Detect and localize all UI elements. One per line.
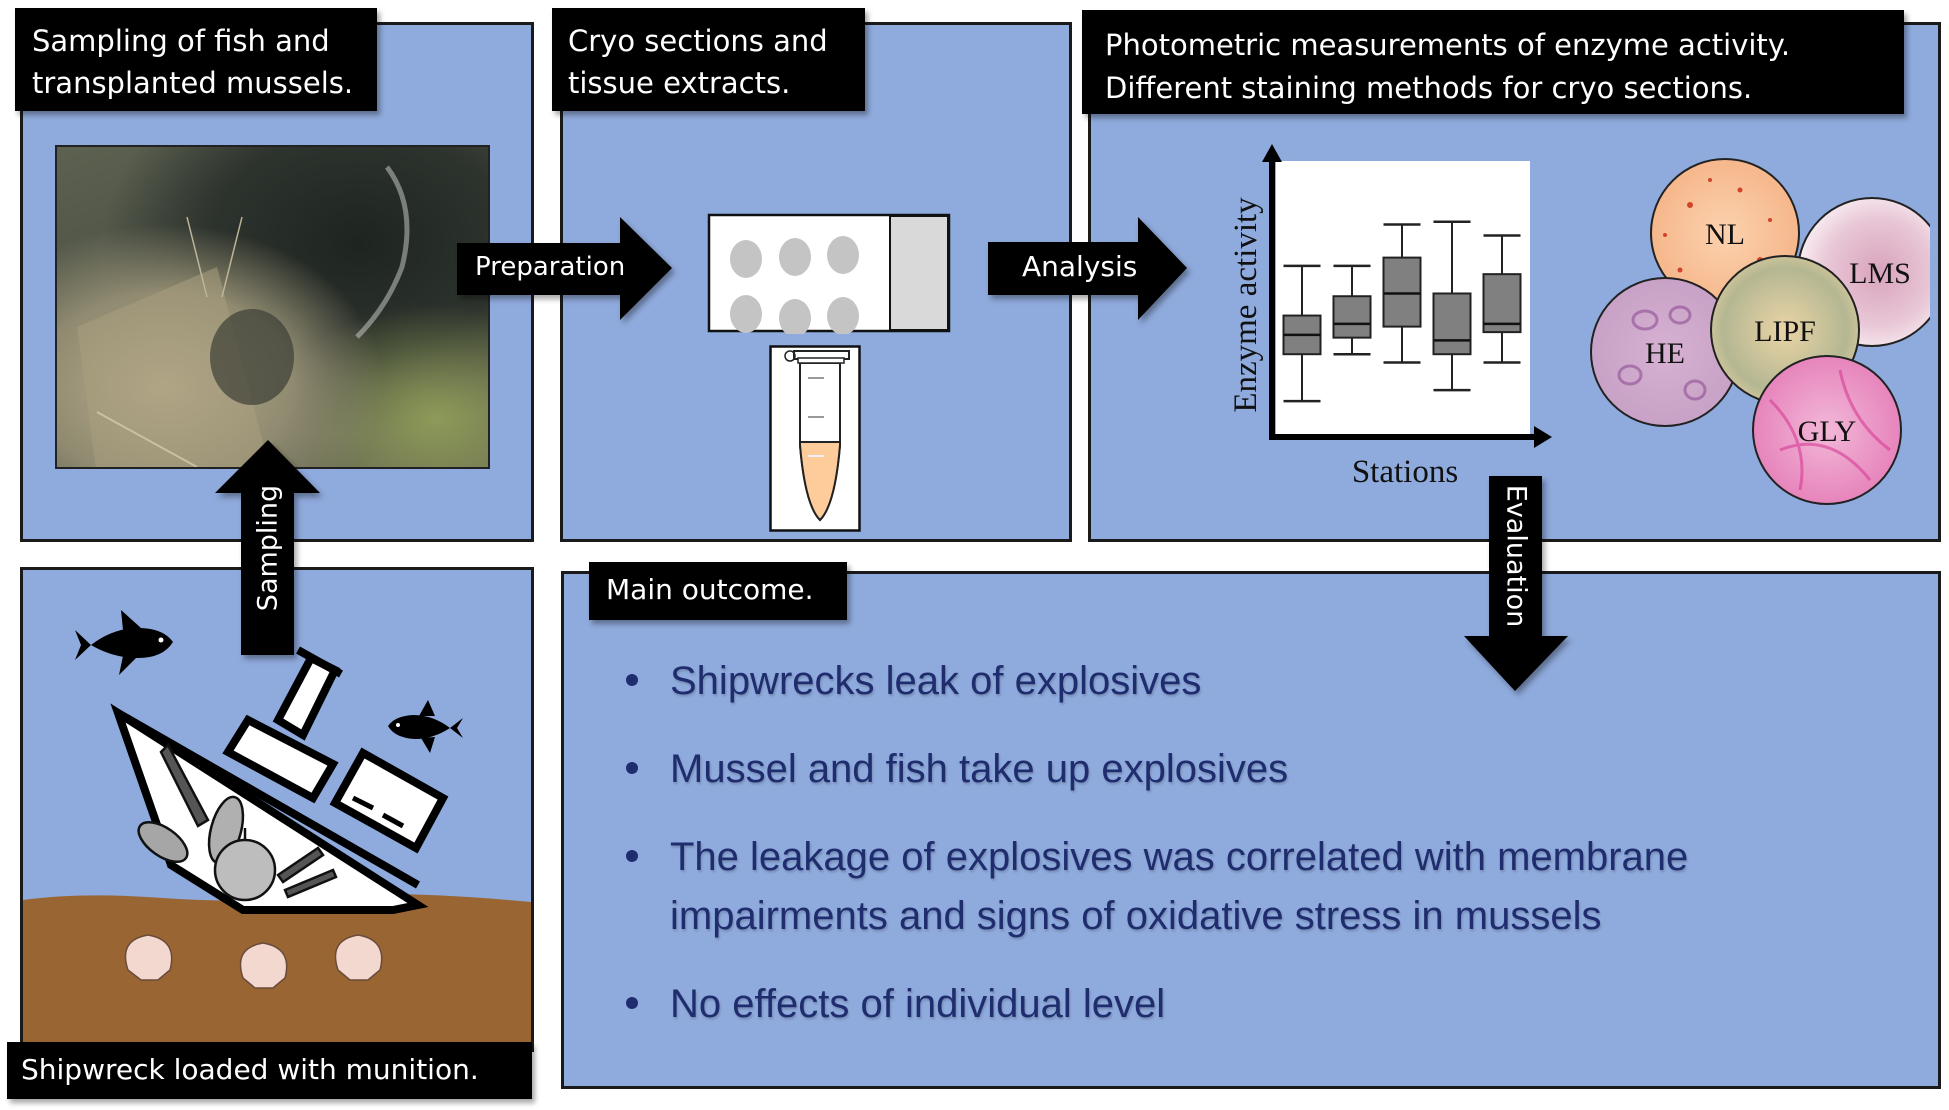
bullet-text: Mussel and fish take up explosives <box>670 747 1289 791</box>
box-iqr <box>1332 295 1372 339</box>
caption-text: Shipwreck loaded with munition. <box>21 1053 479 1086</box>
outcome-panel <box>561 571 1941 1089</box>
preparation-panel-title: Cryo sections and tissue extracts. <box>552 8 865 111</box>
bullet-dot-icon <box>626 850 638 862</box>
analysis-arrow-label: Analysis <box>1022 250 1138 283</box>
bullet-text: Shipwrecks leak of explosives <box>670 659 1202 703</box>
stain-label: LMS <box>1849 257 1911 290</box>
evaluation-arrow <box>1464 476 1568 691</box>
y-axis-label: Enzyme activity <box>1228 197 1264 413</box>
stain-circle-gly: GLY <box>1752 355 1902 505</box>
staining-methods-cluster: NL LMS HE LIPF GLY <box>1590 158 1930 505</box>
title-line: tissue extracts. <box>568 66 791 100</box>
x-axis-label: Stations <box>1352 454 1458 485</box>
stain-label: NL <box>1705 218 1745 251</box>
ship-icon <box>110 646 449 914</box>
munition-icon <box>137 742 338 902</box>
analysis-panel-title: Photometric measurements of enzyme activ… <box>1082 10 1904 114</box>
microscope-slide-icon <box>707 213 951 334</box>
sampling-panel-title: Sampling of fish and transplanted mussel… <box>15 8 377 111</box>
title-line: Different staining methods for cryo sect… <box>1105 71 1753 105</box>
sampling-arrow <box>215 440 320 655</box>
fish-icon <box>75 610 173 675</box>
stain-label: HE <box>1645 337 1685 370</box>
underwater-photo <box>55 145 490 469</box>
title-line: Sampling of fish and <box>32 24 330 58</box>
preparation-arrow <box>457 217 672 320</box>
title-text: Main outcome. <box>606 573 814 606</box>
outcome-bullet: Shipwrecks leak of explosives <box>626 652 1688 711</box>
bullet-text: The leakage of explosives was correlated… <box>670 835 1689 879</box>
outcome-panel-title: Main outcome. <box>589 562 847 620</box>
photo-detail <box>77 165 410 467</box>
shipwreck-caption: Shipwreck loaded with munition. <box>7 1042 532 1099</box>
box-iqr <box>1482 273 1522 334</box>
title-line: transplanted mussels. <box>32 66 354 100</box>
bullet-dot-icon <box>626 674 638 686</box>
title-line: Photometric measurements of enzyme activ… <box>1105 28 1791 62</box>
evaluation-arrow-label: Evaluation <box>1500 484 1532 628</box>
stain-circle-he: HE <box>1590 277 1740 427</box>
title-line: Cryo sections and <box>568 24 828 58</box>
fish-icon <box>388 700 463 753</box>
shipwreck-scene <box>23 610 531 1049</box>
outcome-bullet: The leakage of explosives was correlated… <box>626 828 1688 946</box>
y-axis-arrowhead <box>1262 144 1282 162</box>
x-axis-arrowhead <box>1534 426 1552 448</box>
analysis-arrow <box>988 217 1187 320</box>
preparation-arrow-label: Preparation <box>475 252 626 282</box>
enzyme-activity-boxplot: Stations Enzyme activity <box>1228 144 1552 485</box>
bullet-text: impairments and signs of oxidative stres… <box>670 894 1602 938</box>
outcome-bullet-list: Shipwrecks leak of explosives Mussel and… <box>626 652 1688 1063</box>
box-iqr <box>1382 256 1422 328</box>
sampling-arrow-label: Sampling <box>252 484 284 612</box>
outcome-bullet: Mussel and fish take up explosives <box>626 740 1688 799</box>
stain-label: LIPF <box>1754 315 1816 348</box>
bullet-dot-icon <box>626 997 638 1009</box>
mussel-icon <box>124 934 383 989</box>
stain-label: GLY <box>1798 415 1857 448</box>
outcome-bullet: No effects of individual level <box>626 975 1688 1034</box>
bullet-text: No effects of individual level <box>670 982 1166 1026</box>
sample-tube-icon <box>769 345 861 532</box>
bullet-dot-icon <box>626 762 638 774</box>
box-iqr <box>1432 292 1472 356</box>
